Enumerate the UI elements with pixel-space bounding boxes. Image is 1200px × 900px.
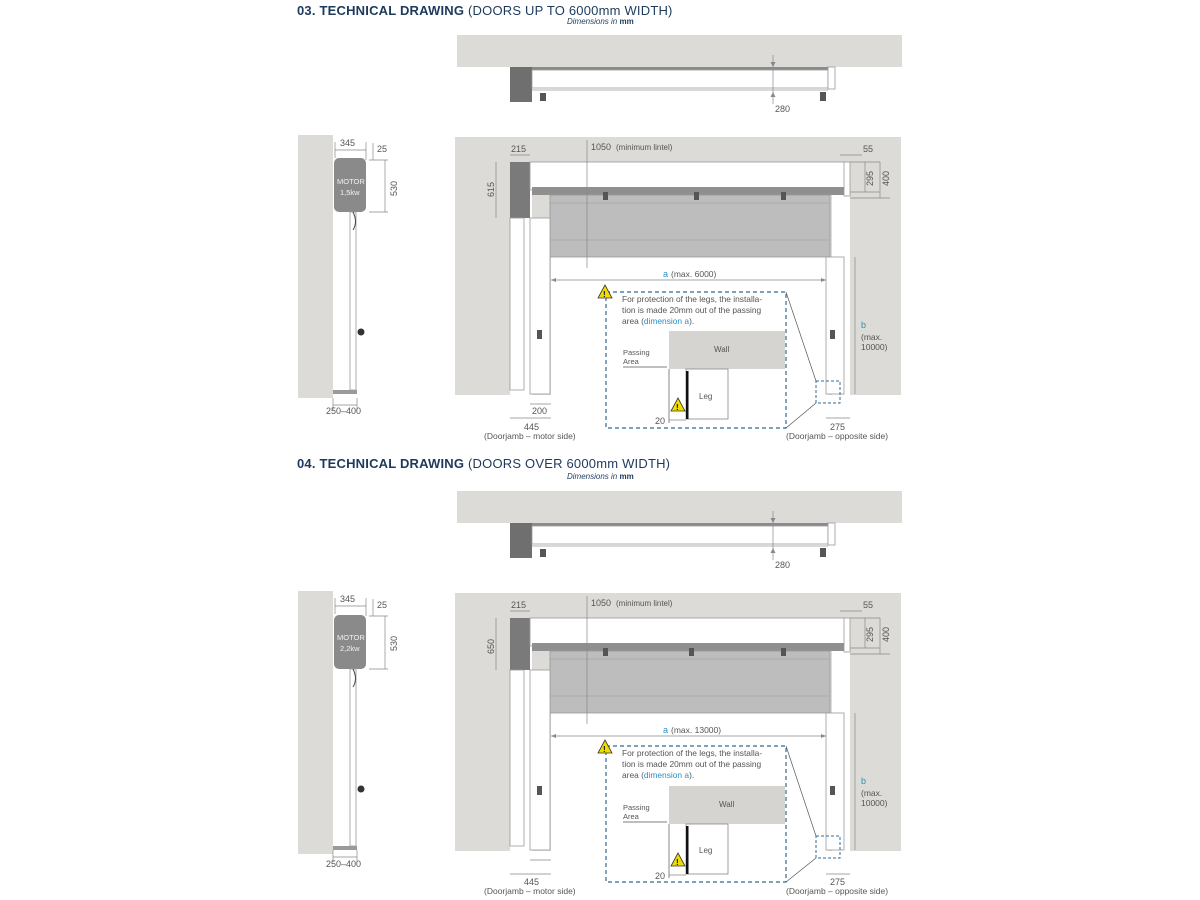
- drum-height: 295: [865, 171, 875, 186]
- detail-callout: ! Wall Passing Area Leg ! 20: [597, 739, 841, 883]
- wall-label: Wall: [714, 345, 729, 354]
- left-total: 445: [524, 422, 539, 432]
- passing-label-1: Passing: [623, 803, 650, 812]
- right-caption: (Doorjamb – opposite side): [786, 886, 888, 896]
- gap-value: 20: [655, 871, 665, 881]
- svg-text:!: !: [676, 858, 679, 867]
- svg-text:!: !: [603, 290, 606, 299]
- side-offset: 25: [377, 600, 387, 610]
- b-note-1: (max.: [861, 788, 882, 798]
- section-title: 03. TECHNICAL DRAWING (DOORS UP TO 6000m…: [297, 3, 673, 18]
- a-note: (max. 13000): [671, 725, 721, 735]
- side-view: MOTOR 1,5kw 345 25 530 250–400: [298, 135, 399, 416]
- a-label: a: [663, 725, 668, 735]
- side-height: 530: [389, 181, 399, 196]
- right-total: 275: [830, 877, 845, 887]
- top-view: 280: [457, 491, 902, 570]
- section-04: 04. TECHNICAL DRAWING (DOORS OVER 6000mm…: [0, 456, 1200, 900]
- box-height: 400: [881, 627, 891, 642]
- left-leg: 200: [532, 406, 547, 416]
- drum-height: 295: [865, 627, 875, 642]
- technical-drawing-04: 280 MOTOR 2,2kw 345 25 530 250–400: [298, 491, 902, 896]
- b-note-2: 10000): [861, 342, 888, 352]
- lintel-note: (minimum lintel): [616, 599, 673, 608]
- detail-note: For protection of the legs, the installa…: [622, 294, 763, 326]
- leg-label: Leg: [699, 392, 712, 401]
- side-width: 345: [340, 138, 355, 148]
- technical-drawing-03: 280 MOTOR 1,5kw 345 25 530 25: [298, 35, 902, 441]
- motor-width: 215: [511, 600, 526, 610]
- a-label: a: [663, 269, 668, 279]
- motor-power: 2,2kw: [340, 644, 360, 653]
- side-base: 250–400: [326, 859, 361, 869]
- svg-text:!: !: [676, 403, 679, 412]
- side-base: 250–400: [326, 406, 361, 416]
- wall-label: Wall: [719, 800, 734, 809]
- b-label: b: [861, 776, 866, 786]
- lintel-value: 1050: [591, 142, 611, 152]
- top-view-dim: 280: [775, 104, 790, 114]
- left-total: 445: [524, 877, 539, 887]
- a-note: (max. 6000): [671, 269, 717, 279]
- passing-label-2: Area: [623, 357, 640, 366]
- lintel-note: (minimum lintel): [616, 143, 673, 152]
- motor-label: MOTOR: [337, 633, 365, 642]
- motor-height: 615: [486, 182, 496, 197]
- box-height: 400: [881, 171, 891, 186]
- detail-callout: ! Wall Passing Area Leg ! 20: [597, 284, 841, 429]
- b-note-1: (max.: [861, 332, 882, 342]
- b-label: b: [861, 320, 866, 330]
- left-caption: (Doorjamb – motor side): [484, 886, 576, 896]
- gap-value: 20: [655, 416, 665, 426]
- motor-height: 650: [486, 639, 496, 654]
- passing-label-1: Passing: [623, 348, 650, 357]
- svg-text:!: !: [603, 745, 606, 754]
- dimensions-note: Dimensions in mm: [567, 17, 634, 26]
- top-view-dim: 280: [775, 560, 790, 570]
- motor-power: 1,5kw: [340, 188, 360, 197]
- right-width: 55: [863, 600, 873, 610]
- lintel-value: 1050: [591, 598, 611, 608]
- right-caption: (Doorjamb – opposite side): [786, 431, 888, 441]
- left-caption: (Doorjamb – motor side): [484, 431, 576, 441]
- side-view: MOTOR 2,2kw 345 25 530 250–400: [298, 591, 399, 869]
- section-title: 04. TECHNICAL DRAWING (DOORS OVER 6000mm…: [297, 456, 671, 471]
- detail-note: For protection of the legs, the installa…: [622, 748, 763, 780]
- right-total: 275: [830, 422, 845, 432]
- passing-label-2: Area: [623, 812, 640, 821]
- leg-label: Leg: [699, 846, 712, 855]
- motor-width: 215: [511, 144, 526, 154]
- side-height: 530: [389, 636, 399, 651]
- side-width: 345: [340, 594, 355, 604]
- section-03: 03. TECHNICAL DRAWING (DOORS UP TO 6000m…: [297, 3, 902, 441]
- right-width: 55: [863, 144, 873, 154]
- motor-label: MOTOR: [337, 177, 365, 186]
- side-offset: 25: [377, 144, 387, 154]
- b-note-2: 10000): [861, 798, 888, 808]
- top-view: 280: [457, 35, 902, 114]
- dimensions-note: Dimensions in mm: [567, 472, 634, 481]
